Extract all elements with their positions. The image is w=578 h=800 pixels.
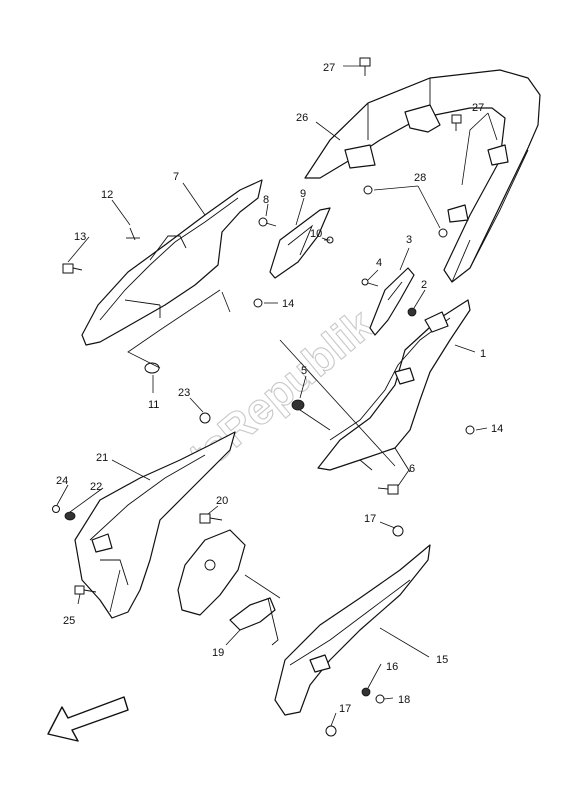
callout-15: 15 <box>436 654 448 666</box>
callout-9: 9 <box>300 188 306 200</box>
screw-24[interactable] <box>52 505 60 513</box>
leader-lines <box>56 65 498 727</box>
callout-1: 1 <box>480 348 486 360</box>
part-9-inner-panel[interactable] <box>269 207 331 279</box>
nut-17-top[interactable] <box>392 525 404 537</box>
callout-12: 12 <box>101 189 113 201</box>
callout-16: 16 <box>386 661 398 673</box>
clip-12[interactable] <box>126 227 140 241</box>
bolt-6[interactable] <box>377 484 399 495</box>
part-19-bracket-plate[interactable] <box>177 529 279 646</box>
callout-20: 20 <box>216 495 228 507</box>
part-26-tail-cowl[interactable] <box>304 69 541 283</box>
callout-22: 22 <box>90 481 102 493</box>
callout-19: 19 <box>212 647 224 659</box>
callout-10: 10 <box>310 228 322 240</box>
callout-17-top: 17 <box>364 513 376 525</box>
nut-23[interactable] <box>199 412 211 424</box>
callout-17-bottom: 17 <box>339 703 351 715</box>
callout-11: 11 <box>148 399 159 411</box>
callout-27-right: 27 <box>472 102 484 114</box>
callout-28: 28 <box>414 172 426 184</box>
callout-13: 13 <box>74 231 86 243</box>
callout-25: 25 <box>63 615 75 627</box>
grommet-5[interactable] <box>291 399 305 411</box>
front-direction-arrow-icon <box>47 696 129 742</box>
callout-14-left: 14 <box>282 298 294 310</box>
nut-28b[interactable] <box>438 228 448 238</box>
callout-2: 2 <box>421 279 427 291</box>
callout-21: 21 <box>96 452 108 464</box>
nut-2[interactable] <box>407 307 417 317</box>
bolt-25[interactable] <box>74 585 97 595</box>
part-1-side-cover-right[interactable] <box>317 299 471 473</box>
callout-14-right: 14 <box>491 423 503 435</box>
nut-14-right[interactable] <box>465 425 475 435</box>
grommet-11[interactable] <box>144 362 160 374</box>
callout-labels: 27 26 27 28 7 12 8 9 13 10 3 4 2 14 1 5 … <box>56 62 503 715</box>
bolt-27-top[interactable] <box>359 57 371 76</box>
callout-27-top: 27 <box>323 62 335 74</box>
screw-8[interactable] <box>258 217 277 227</box>
nut-17-bottom[interactable] <box>325 725 337 737</box>
callout-5: 5 <box>301 365 307 377</box>
callout-4: 4 <box>376 257 382 269</box>
callout-7: 7 <box>173 171 179 183</box>
hardware-fasteners <box>52 57 475 737</box>
callout-8: 8 <box>263 194 269 206</box>
bolt-20[interactable] <box>199 513 223 524</box>
screw-18[interactable] <box>375 694 385 704</box>
callout-18: 18 <box>398 694 410 706</box>
part-7-side-cover-left[interactable] <box>81 179 263 346</box>
grommet-16[interactable] <box>361 687 371 697</box>
callout-23: 23 <box>178 387 190 399</box>
callout-26: 26 <box>296 112 308 124</box>
grommet-22[interactable] <box>64 511 76 521</box>
callout-6: 6 <box>409 463 415 475</box>
nut-14-left[interactable] <box>253 298 263 308</box>
nut-28a[interactable] <box>363 185 373 195</box>
screw-4[interactable] <box>361 278 379 287</box>
part-15-lower-side-panel-right[interactable] <box>274 544 431 716</box>
callout-3: 3 <box>406 234 412 246</box>
bolt-13[interactable] <box>62 263 83 274</box>
bolt-27-right[interactable] <box>451 114 462 131</box>
callout-24: 24 <box>56 475 68 487</box>
part-3-inner-panel-right[interactable] <box>369 267 415 336</box>
part-21-lower-side-panel-left[interactable] <box>74 431 236 619</box>
